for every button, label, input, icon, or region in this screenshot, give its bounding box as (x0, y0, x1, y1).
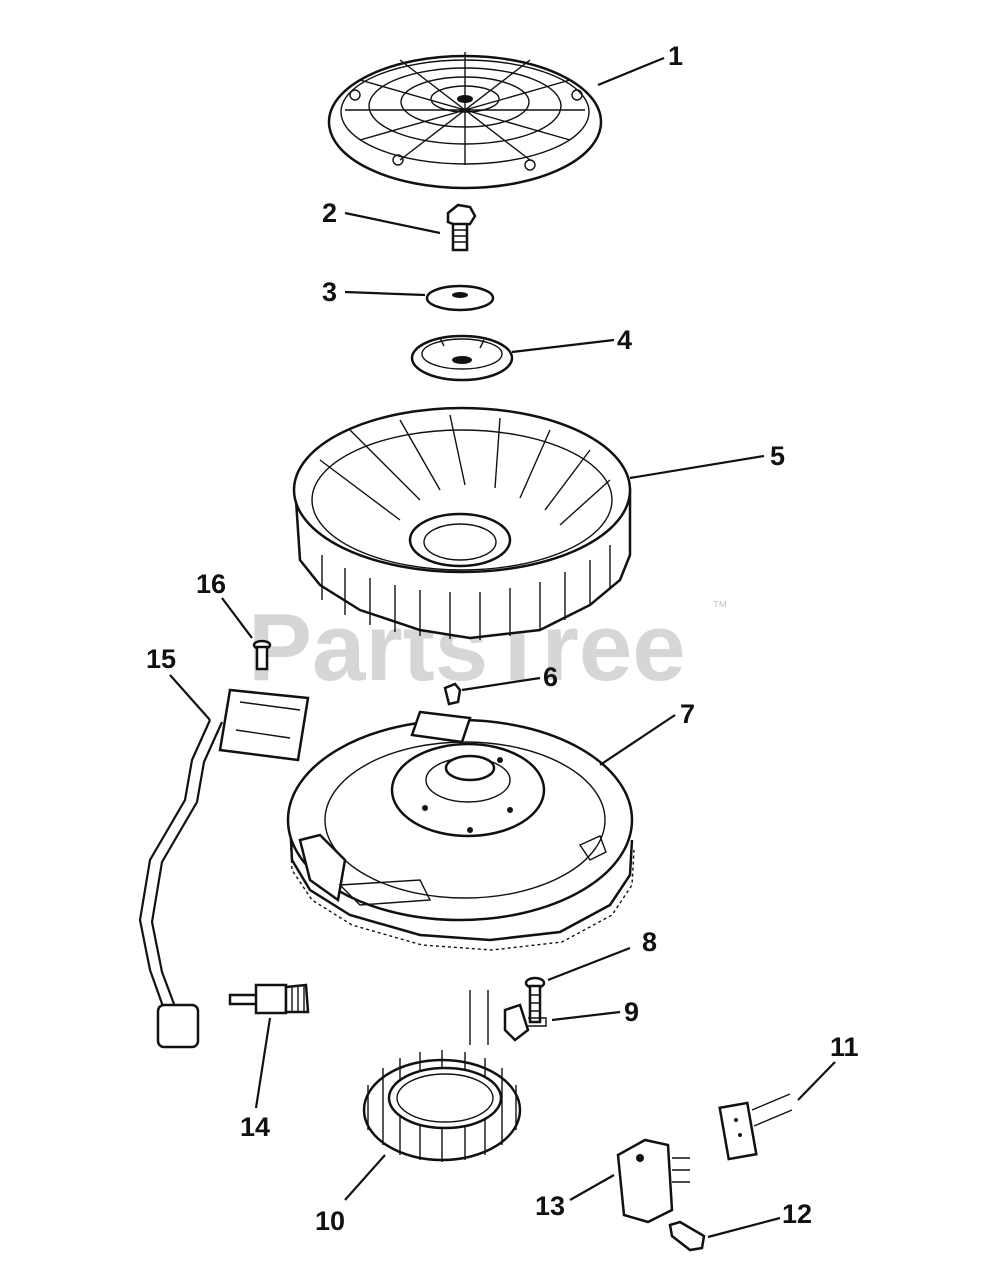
callout-1: 1 (668, 41, 683, 71)
callout-5: 5 (770, 441, 785, 471)
callout-10: 10 (315, 1206, 345, 1236)
part-15-ignition-module[interactable] (138, 688, 310, 1049)
part-5-fan[interactable] (292, 406, 632, 640)
part-9-clamp[interactable] (503, 1003, 547, 1042)
callout-14: 14 (240, 1112, 270, 1142)
callout-16: 16 (196, 569, 226, 599)
part-8-screw[interactable] (524, 976, 546, 1024)
part-11-connector[interactable] (718, 1093, 793, 1161)
part-1-grille-screen[interactable] (327, 52, 603, 190)
callout-6: 6 (543, 662, 558, 692)
callout-labels: 1 2 3 4 5 6 7 8 9 10 11 12 13 14 15 16 (146, 41, 859, 1236)
part-3-washer[interactable] (425, 284, 495, 312)
callout-7: 7 (680, 699, 695, 729)
watermark-trademark: ™ (712, 599, 728, 616)
part-7-flywheel[interactable] (286, 710, 635, 951)
leader-lines (169, 56, 836, 1239)
callout-15: 15 (146, 644, 176, 674)
part-14-spark-plug[interactable] (228, 983, 310, 1015)
callout-4: 4 (617, 325, 632, 355)
part-10-stator[interactable] (362, 990, 522, 1162)
callout-2: 2 (322, 198, 337, 228)
part-16-screw[interactable] (252, 639, 272, 671)
part-6-key[interactable] (443, 682, 462, 706)
part-4-retainer[interactable] (410, 334, 514, 382)
callout-3: 3 (322, 277, 337, 307)
part-2-bolt[interactable] (446, 203, 477, 252)
part-13-rectifier[interactable] (616, 1138, 690, 1224)
callout-11: 11 (830, 1032, 859, 1062)
callout-9: 9 (624, 997, 639, 1027)
callout-13: 13 (535, 1191, 565, 1221)
callout-12: 12 (782, 1199, 812, 1229)
callout-8: 8 (642, 927, 657, 957)
part-12-screw[interactable] (668, 1220, 706, 1252)
